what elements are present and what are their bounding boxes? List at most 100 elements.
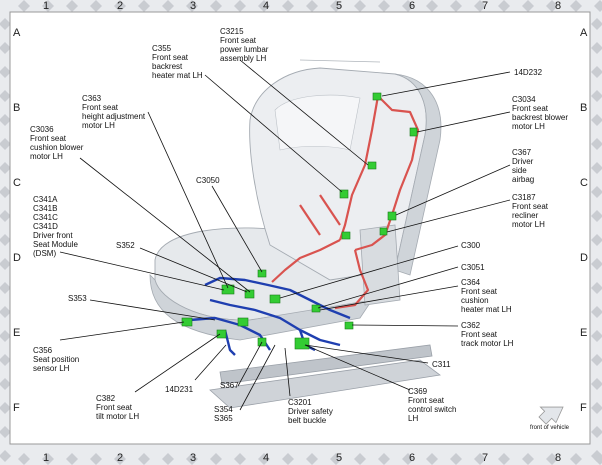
label-s353: S353: [68, 294, 87, 303]
connector-c3050: [257, 269, 267, 278]
harness-red-backrest-center: [338, 95, 380, 241]
border-mark: [591, 210, 602, 222]
border-mark: [591, 186, 602, 198]
label-c369: C369 Front seat control switch LH: [408, 387, 457, 423]
grid-column-8-bottom: 8: [555, 452, 562, 464]
border-mark: [591, 42, 602, 54]
border-mark: [0, 282, 11, 294]
grid-column-8-top: 8: [555, 0, 562, 12]
border-mark: [138, 453, 150, 465]
label-c355: C355 Front seat backrest heater mat LH: [152, 44, 203, 80]
grid-column-4-bottom: 4: [263, 452, 270, 464]
connector-c355: [339, 189, 349, 199]
grid-row-E-right: E: [580, 327, 588, 339]
harness-red-backrest-right: [354, 95, 420, 252]
leader-c362: [351, 324, 459, 327]
border-mark: [522, 0, 534, 12]
border-mark: [498, 453, 510, 465]
border-mark: [90, 453, 102, 465]
border-mark: [378, 453, 390, 465]
border-mark: [114, 0, 126, 12]
border-mark: [591, 234, 602, 246]
border-mark: [354, 453, 366, 465]
border-mark: [0, 18, 11, 30]
label-c3051: C3051: [461, 263, 485, 272]
border-mark: [0, 450, 11, 462]
grid-row-A-right: A: [580, 27, 588, 39]
border-mark: [0, 378, 11, 390]
border-mark: [591, 258, 602, 270]
connector-14d232: [372, 92, 382, 101]
connector-s352: [244, 289, 255, 299]
border-mark: [138, 0, 150, 12]
label-front-of-vehicle: front of vehicle: [530, 425, 570, 431]
grid-row-F-right: F: [580, 402, 587, 414]
label-c3187: C3187 Front seat recliner motor LH: [512, 193, 549, 229]
grid-row-D-right: D: [580, 252, 588, 264]
grid-column-3-bottom: 3: [190, 452, 197, 464]
border-mark: [0, 258, 11, 270]
harness-blue-lower: [209, 298, 341, 347]
connector-c3187: [379, 227, 388, 236]
border-mark: [378, 0, 390, 12]
backrest-top-edge: [299, 59, 381, 63]
label-14d231: 14D231: [165, 385, 194, 394]
leader-s352: [139, 247, 248, 293]
label-c356: C356 Seat position sensor LH: [33, 346, 80, 373]
label-c300: C300: [461, 241, 481, 250]
red-harness: [271, 95, 420, 310]
border-mark: [591, 162, 602, 174]
label-c362: C362 Front seat track motor LH: [461, 321, 514, 348]
border-mark: [546, 0, 558, 12]
border-mark: [42, 453, 54, 465]
border-mark: [474, 0, 486, 12]
grid-row-A-left: A: [13, 27, 21, 39]
grid-column-3-top: 3: [190, 0, 197, 12]
label-c311: C311: [432, 360, 451, 369]
leader-14d231: [194, 344, 227, 381]
border-mark: [591, 426, 602, 438]
border-mark: [0, 234, 11, 246]
border-mark: [591, 90, 602, 102]
border-mark: [0, 138, 11, 150]
harness-blue-main: [204, 276, 351, 320]
label-c3034: C3034 Front seat backrest blower motor L…: [512, 95, 569, 131]
harness-blue-drop: [223, 329, 236, 356]
leader-c363: [147, 111, 229, 289]
leader-c3051: [317, 266, 459, 309]
connector-c300: [269, 294, 281, 304]
border-mark: [210, 453, 222, 465]
border-mark: [591, 306, 602, 318]
harness-red-branch2: [299, 204, 321, 236]
grid-column-1-bottom: 1: [43, 452, 50, 464]
label-c367: C367 Driver side airbag: [512, 148, 535, 184]
border-mark: [330, 453, 342, 465]
border-mark: [450, 0, 462, 12]
border-mark: [282, 453, 294, 465]
leader-c364: [319, 285, 459, 311]
border-mark: [258, 453, 270, 465]
border-mark: [0, 210, 11, 222]
label-c3201: C3201 Driver safety belt buckle: [288, 398, 333, 425]
border-mark: [522, 453, 534, 465]
harness-red-cushion: [271, 239, 341, 283]
border-mark: [591, 18, 602, 30]
border-mark: [330, 0, 342, 12]
leader-c356: [59, 321, 185, 341]
grid-row-E-left: E: [13, 327, 21, 339]
border-mark: [0, 90, 11, 102]
label-s367: S367: [220, 381, 239, 390]
connector-c3036: [341, 231, 351, 240]
leader-c3050: [211, 185, 263, 273]
border-mark: [0, 402, 11, 414]
grid-row-C-right: C: [580, 177, 588, 189]
border-mark: [186, 0, 198, 12]
border-mark: [450, 453, 462, 465]
grid-column-5-bottom: 5: [336, 452, 343, 464]
connector-c369: [294, 337, 310, 350]
border-mark: [66, 0, 78, 12]
leader-c3215: [239, 59, 369, 166]
leader-s353: [89, 299, 216, 321]
border-mark: [162, 0, 174, 12]
label-c364: C364 Front seat cushion heater mat LH: [461, 278, 512, 314]
